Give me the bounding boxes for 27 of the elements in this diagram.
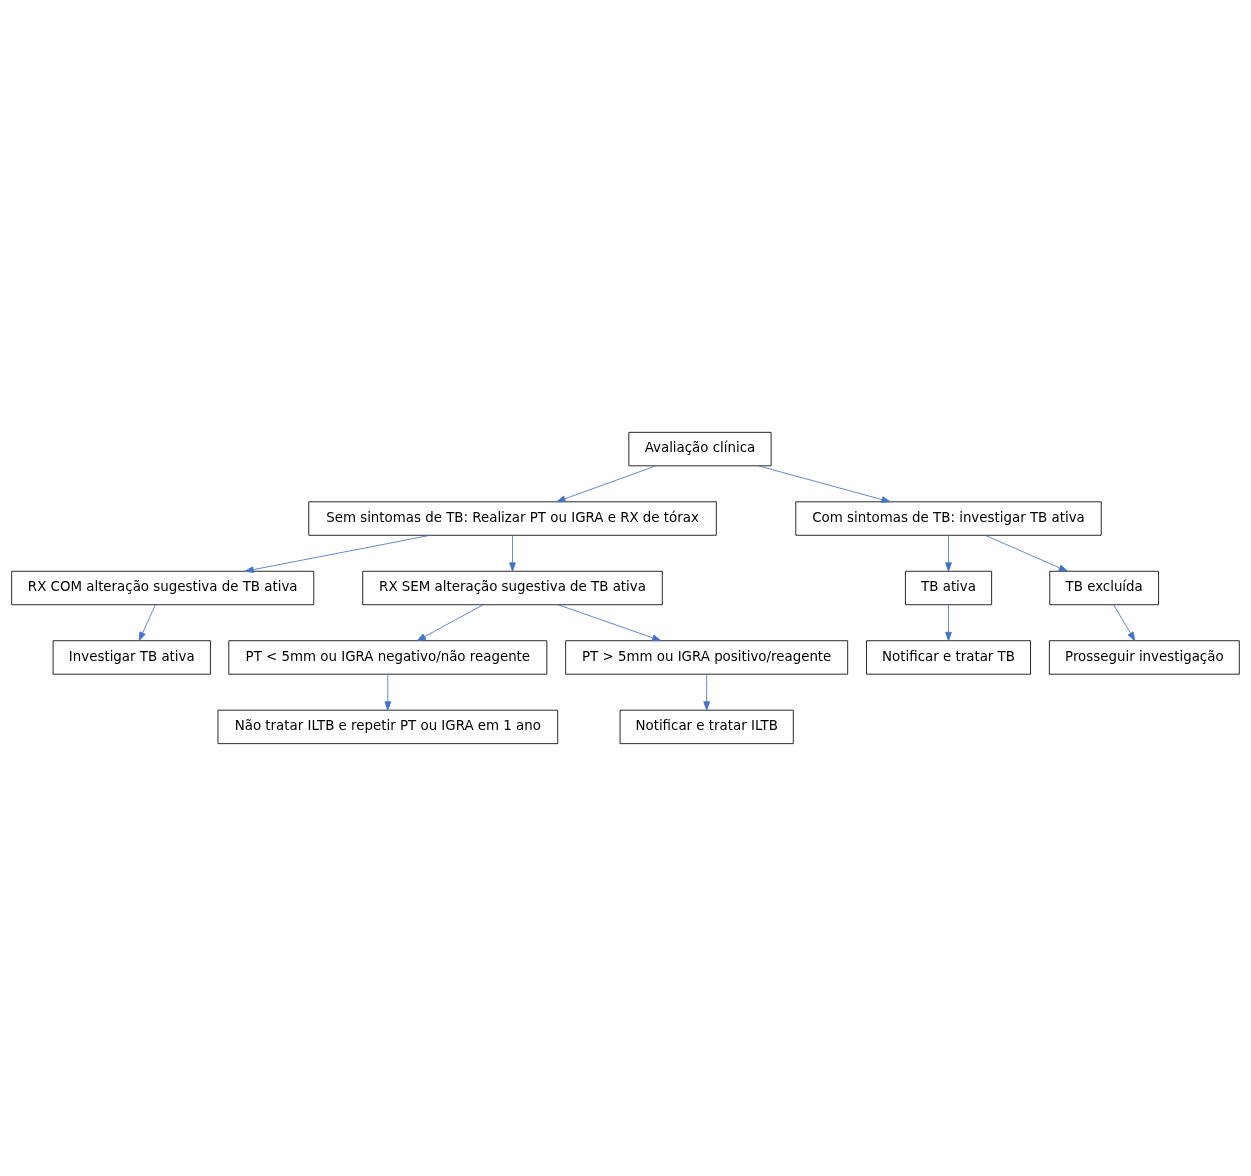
node-box: Avaliação clínica bbox=[628, 431, 772, 467]
arrow bbox=[416, 604, 484, 642]
arrow bbox=[244, 534, 431, 573]
arrow bbox=[556, 465, 657, 503]
node-box: TB excluída bbox=[1049, 570, 1159, 606]
node-box: Prosseguir investigação bbox=[1048, 640, 1240, 675]
node-box: TB ativa bbox=[905, 570, 993, 606]
arrow bbox=[138, 604, 156, 642]
arrow bbox=[1113, 604, 1136, 642]
node-box: PT > 5mm ou IGRA positivo/reagente bbox=[565, 640, 849, 675]
arrow bbox=[384, 673, 392, 711]
node-box: PT < 5mm ou IGRA negativo/não reagente bbox=[228, 640, 548, 675]
node-box: Com sintomas de TB: investigar TB ativa bbox=[795, 501, 1102, 536]
arrow bbox=[557, 604, 662, 642]
arrow bbox=[758, 465, 891, 503]
node-box: RX COM alteração sugestiva de TB ativa bbox=[11, 570, 315, 606]
arrow bbox=[945, 535, 952, 572]
arrow bbox=[945, 604, 952, 642]
node-box: Investigar TB ativa bbox=[52, 640, 211, 675]
node-box: Notificar e tratar TB bbox=[866, 640, 1031, 675]
node-box: RX SEM alteração sugestiva de TB ativa bbox=[362, 570, 663, 606]
arrow bbox=[509, 535, 516, 572]
node-box: Não tratar ILTB e repetir PT ou IGRA em 1 ano bbox=[217, 709, 559, 745]
node-box: Notificar e tratar ILTB bbox=[619, 709, 794, 745]
arrow bbox=[985, 535, 1068, 572]
arrow bbox=[703, 673, 710, 711]
node-box: Sem sintomas de TB: Realizar PT ou IGRA e RX de tórax bbox=[308, 501, 717, 536]
